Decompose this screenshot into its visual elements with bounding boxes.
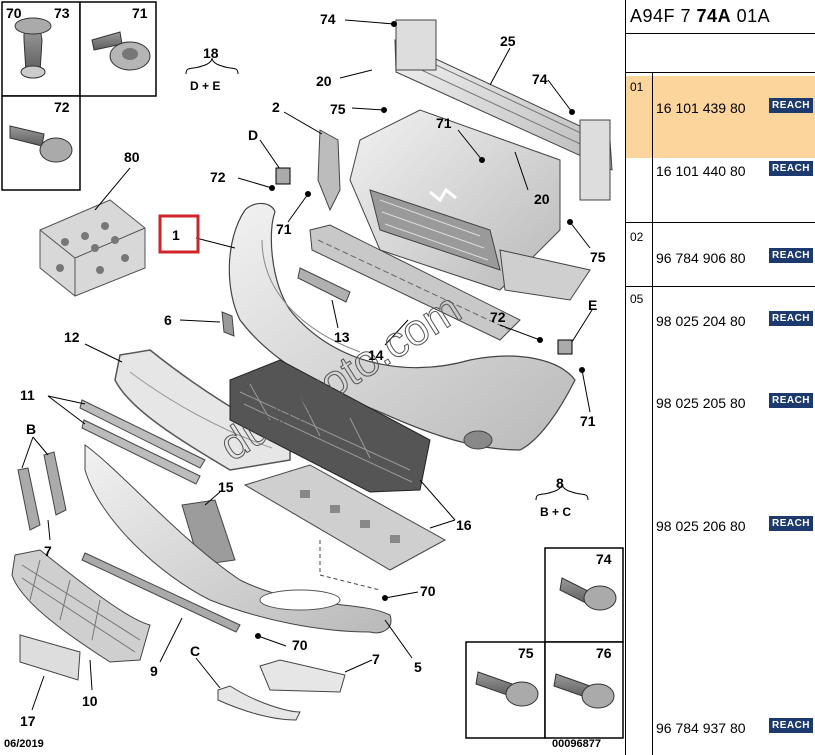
- fastener-box-71: [79, 1, 157, 97]
- part-number-4[interactable]: 98 025 204 80: [656, 313, 746, 329]
- label-25: 25: [500, 33, 516, 49]
- grille-mesh-10: [11, 549, 151, 691]
- reach-badge-2: REACH: [769, 161, 813, 176]
- label-74-box: 74: [596, 551, 612, 567]
- trim-7-lower: [259, 659, 373, 693]
- reach-badge-4: REACH: [769, 311, 813, 326]
- label-71: 71: [132, 5, 148, 21]
- chrome-surround-12: [84, 343, 291, 471]
- label-D: D: [248, 127, 258, 143]
- label-5: 5: [414, 659, 422, 675]
- brackets-b: [17, 436, 67, 541]
- label-C: C: [190, 643, 200, 659]
- parts-diagram: duyukoto.com 70 73 71 72 80 18 D + E 74 …: [1, 1, 624, 750]
- label-7-right: 7: [372, 651, 380, 667]
- label-72-left: 72: [210, 169, 226, 185]
- label-13: 13: [334, 329, 350, 345]
- label-74-right: 74: [532, 71, 548, 87]
- fastener-leaders: [237, 19, 593, 647]
- group-index-05: 05: [630, 292, 644, 306]
- label-9: 9: [150, 663, 158, 679]
- fastener-box-72: [1, 95, 81, 191]
- strip-9: [81, 552, 241, 663]
- label-11: 11: [20, 387, 35, 403]
- label-72: 72: [54, 99, 70, 115]
- lower-spoiler-5: [84, 444, 413, 659]
- label-8: 8: [556, 475, 564, 491]
- fastener-box-70-73: [1, 1, 81, 97]
- label-1: 1: [172, 227, 180, 243]
- lower-grille-mesh: [229, 359, 431, 493]
- part-number-1[interactable]: 16 101 439 80: [656, 100, 746, 116]
- label-14: 14: [368, 347, 384, 363]
- diagram-date: 06/2019: [4, 738, 44, 750]
- label-18: 18: [203, 45, 219, 61]
- label-12: 12: [64, 329, 80, 345]
- label-75-top: 75: [330, 101, 346, 117]
- label-2: 2: [272, 99, 280, 115]
- label-70: 70: [6, 5, 22, 21]
- label-E: E: [588, 297, 597, 313]
- label-76-box: 76: [596, 645, 612, 661]
- label-71-low: 71: [580, 413, 596, 429]
- undertray-16: [243, 464, 456, 591]
- side-bracket-2: [283, 111, 341, 212]
- part-number-7[interactable]: 96 784 937 80: [656, 720, 746, 736]
- brace-8: [535, 483, 589, 501]
- bumper-cover-1: [195, 202, 576, 451]
- trim-c: [195, 657, 301, 721]
- label-73: 73: [54, 5, 70, 21]
- reach-badge-3: REACH: [769, 248, 813, 263]
- label-B: B: [26, 421, 36, 437]
- label-70-mid: 70: [420, 583, 436, 599]
- label-7-left: 7: [44, 543, 52, 559]
- clip-kit-80: [39, 167, 146, 297]
- label-80: 80: [124, 149, 140, 165]
- group-index-02: 02: [630, 230, 644, 244]
- label-8-sub: B + C: [540, 505, 571, 519]
- label-75-right: 75: [590, 249, 606, 265]
- part-number-6[interactable]: 98 025 206 80: [656, 518, 746, 534]
- clip-6: [179, 311, 235, 337]
- trim-strips-11: [47, 395, 206, 485]
- label-71-top: 71: [436, 115, 452, 131]
- label-15: 15: [218, 479, 234, 495]
- part-number-3[interactable]: 96 784 906 80: [656, 250, 746, 266]
- selected-group-highlight: [626, 76, 815, 158]
- label-70-low: 70: [292, 637, 308, 653]
- callout-box-1: [158, 214, 200, 254]
- label-6: 6: [164, 312, 172, 328]
- air-deflector-14: [309, 224, 521, 346]
- absorber-beam-25: [394, 19, 613, 201]
- label-71-mid: 71: [276, 221, 292, 237]
- reference-header: A94F 7 74A 01A: [626, 0, 815, 34]
- trim-strip-13: [297, 267, 351, 329]
- fastener-box-76: [544, 641, 624, 739]
- trim-17: [19, 634, 81, 711]
- label-75-box: 75: [518, 645, 534, 661]
- label-18-sub: D + E: [190, 79, 220, 93]
- upper-grille-panel: [349, 109, 591, 301]
- fastener-box-74: [544, 547, 624, 643]
- parts-list-panel: A94F 7 74A 01A 01 02 05 16 101 439 80 RE…: [625, 0, 815, 755]
- label-20-right: 20: [534, 191, 550, 207]
- group-index-01: 01: [630, 80, 644, 94]
- reach-badge-5: REACH: [769, 393, 813, 408]
- part-number-2[interactable]: 16 101 440 80: [656, 163, 746, 179]
- part-number-5[interactable]: 98 025 205 80: [656, 395, 746, 411]
- label-10: 10: [82, 693, 98, 709]
- label-72-right: 72: [490, 309, 506, 325]
- brace-18: [185, 57, 239, 75]
- diagram-doc-number: 00096877: [552, 738, 601, 750]
- reach-badge-6: REACH: [769, 516, 813, 531]
- reach-badge-1: REACH: [769, 98, 813, 113]
- label-16: 16: [456, 517, 472, 533]
- fastener-box-75: [465, 641, 546, 739]
- label-74-top: 74: [320, 11, 336, 27]
- label-20-top: 20: [316, 73, 332, 89]
- reach-badge-7: REACH: [769, 718, 813, 733]
- label-17: 17: [20, 713, 36, 729]
